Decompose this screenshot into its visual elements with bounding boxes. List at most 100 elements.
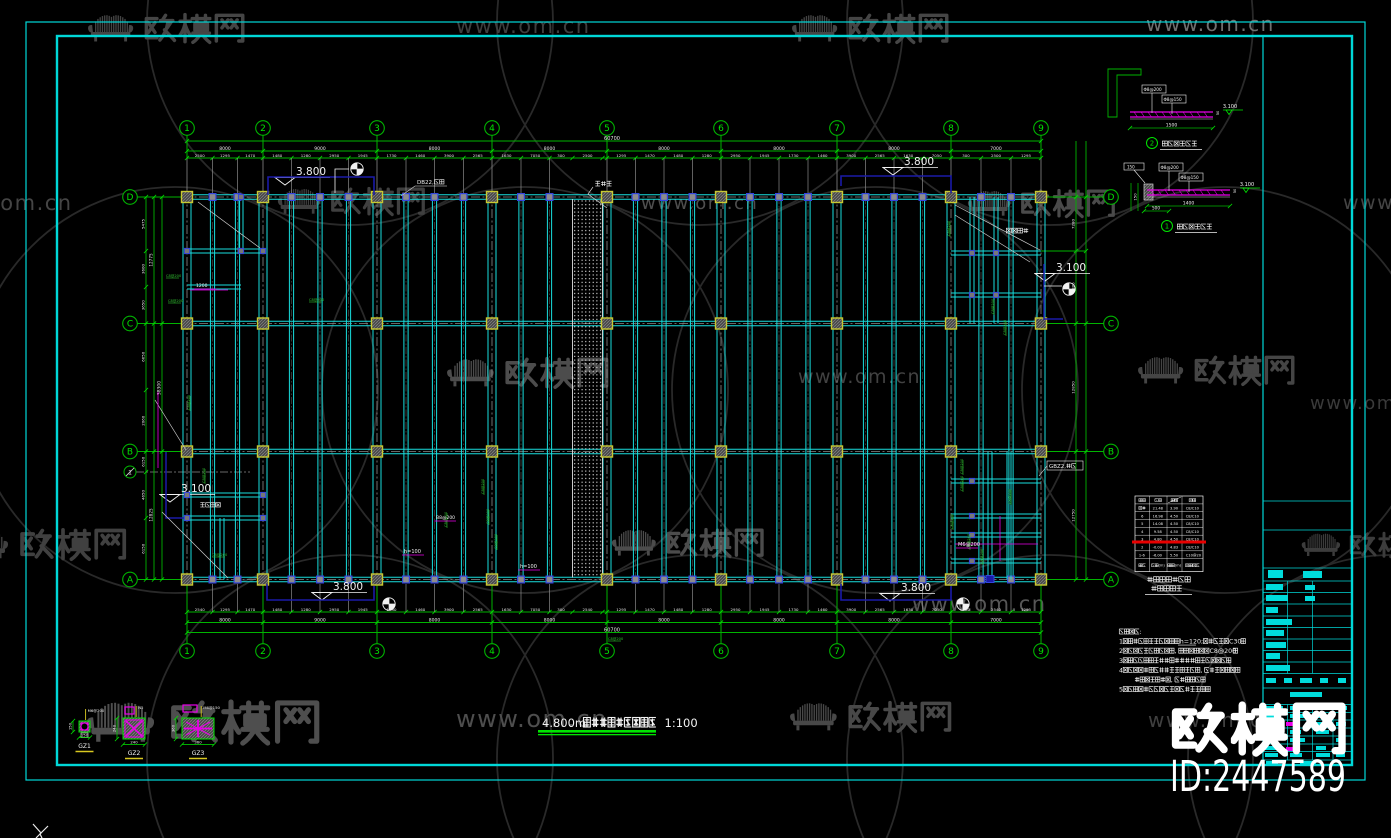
- dim-seg-text: 3900: [444, 153, 454, 158]
- line: [1123, 658, 1127, 663]
- text-run: C8@200: [166, 274, 182, 278]
- slab-label: DB22,: [417, 179, 445, 186]
- joist-end-square: [631, 575, 640, 584]
- column-square: [180, 317, 194, 330]
- left-dimensions: 5475360036506650206061504650615012775128…: [141, 194, 165, 582]
- parapet-slab-hatch: [1196, 111, 1201, 118]
- parapet-level-triangle: [1242, 187, 1250, 194]
- grid-bubble-label: C: [127, 320, 133, 330]
- cjk-glyph: [1169, 585, 1176, 592]
- cjk-glyph: [1188, 647, 1194, 654]
- rect: [632, 716, 641, 728]
- grid-bubble-label: A: [1108, 576, 1115, 586]
- dim-seg-text: 2565: [473, 607, 483, 612]
- line: [206, 503, 210, 507]
- dim-seg-text: 1460: [818, 607, 828, 612]
- text-run: C8/C10: [1186, 522, 1200, 526]
- dim-tick: [260, 155, 266, 161]
- dim-bay-text: 8000: [888, 618, 900, 624]
- column-square: [830, 445, 844, 458]
- dim-tick: [1073, 321, 1079, 326]
- line: [1231, 668, 1235, 672]
- cjk-glyph: [1143, 647, 1149, 654]
- dim-seg-text: 3600: [141, 264, 146, 274]
- dim-tick: [1083, 577, 1089, 582]
- table-cell: [1138, 563, 1146, 567]
- cjk-glyph: [1122, 667, 1128, 673]
- annex-blue-mark: [165, 452, 187, 519]
- grid-bubble-label: 3: [374, 647, 380, 657]
- joist-end-square: [430, 575, 439, 584]
- text-run: C8@200: [444, 511, 448, 527]
- dim-tick: [211, 742, 217, 747]
- grid-bubble-circle: [484, 120, 500, 136]
- column-square: [256, 190, 270, 204]
- dim-seg-text: 1280: [301, 153, 311, 158]
- parapet-slab-hatch: [1175, 111, 1180, 118]
- cjk-glyph: [1205, 686, 1211, 692]
- column-square: [256, 445, 270, 458]
- stair-node-square: [968, 512, 976, 520]
- dim-seg-text: 1630: [502, 153, 512, 158]
- text-run: C8@200: [187, 394, 191, 410]
- watermark-site-text: www.om.cn: [0, 191, 73, 215]
- line: [1204, 639, 1208, 643]
- text-run: 4.83: [1170, 545, 1178, 549]
- sheet-title-underline2: [538, 734, 656, 736]
- column-square: [370, 317, 384, 330]
- text-run: :: [1140, 629, 1142, 636]
- cjk-glyph: [1184, 576, 1191, 583]
- text-run: 2: [1141, 545, 1143, 549]
- grid-bubble-label: 2: [260, 647, 266, 657]
- cjk-glyph: [1138, 667, 1144, 673]
- text-run: M6@200: [958, 542, 980, 548]
- line: [435, 180, 439, 184]
- table-cell: 1-6: [1139, 553, 1146, 557]
- line: [1130, 629, 1134, 634]
- grid-bubble-label: 4: [489, 124, 495, 134]
- dim-tick: [834, 155, 840, 161]
- joist-end-square: [233, 575, 242, 584]
- rect: [1199, 647, 1205, 654]
- grid-bubble-circle: [369, 120, 385, 136]
- text-run: (m): [1159, 564, 1166, 568]
- dim-tick: [718, 155, 724, 161]
- green-mini-label: C8@200: [212, 553, 228, 557]
- text-run: 21.48: [1153, 506, 1164, 510]
- grid-bubble-label: B: [1108, 448, 1114, 458]
- text-run: 2: [1119, 648, 1123, 655]
- title-block-text-blob: [1266, 607, 1278, 613]
- line: [1222, 658, 1226, 663]
- section-mark-quadrant: [389, 604, 396, 611]
- line: [1129, 668, 1133, 672]
- watermark-circle: [146, 554, 554, 838]
- sub-axis-slash: [125, 467, 135, 477]
- dim-bay-text: 8000: [658, 618, 670, 624]
- line: [1139, 506, 1142, 510]
- joist-end-square: [402, 193, 411, 202]
- cjk-glyph: [1143, 638, 1149, 644]
- level-mark: 3.800: [840, 156, 952, 193]
- canopy-leader: [954, 204, 1041, 251]
- rect: [1188, 498, 1193, 502]
- parapet-slab-hatch: [1154, 111, 1159, 118]
- green-mini-label: C8@200: [481, 478, 485, 494]
- green-mini-label: C8@200: [980, 548, 984, 564]
- grid-bubble-bottom: 4: [484, 643, 500, 659]
- dim-tick: [143, 449, 149, 454]
- cjk-glyph: [1171, 563, 1175, 567]
- cjk-glyph: [1143, 657, 1149, 664]
- cjk-glyph: [1174, 667, 1180, 673]
- cjk-glyph: [1164, 667, 1169, 673]
- dim-tick: [151, 194, 157, 200]
- cjk-glyph: [1122, 686, 1128, 692]
- grid-bubble-label: B: [127, 448, 133, 458]
- cjk-glyph: [1160, 676, 1166, 682]
- rect: [1210, 657, 1216, 664]
- dim-tick: [1083, 321, 1089, 326]
- dim-seg-text: 6150: [141, 456, 146, 466]
- dim-seg-text: 1460: [415, 153, 425, 158]
- dim-tick: [1083, 449, 1089, 454]
- line: [1189, 499, 1192, 502]
- cjk-glyph: [1138, 506, 1143, 510]
